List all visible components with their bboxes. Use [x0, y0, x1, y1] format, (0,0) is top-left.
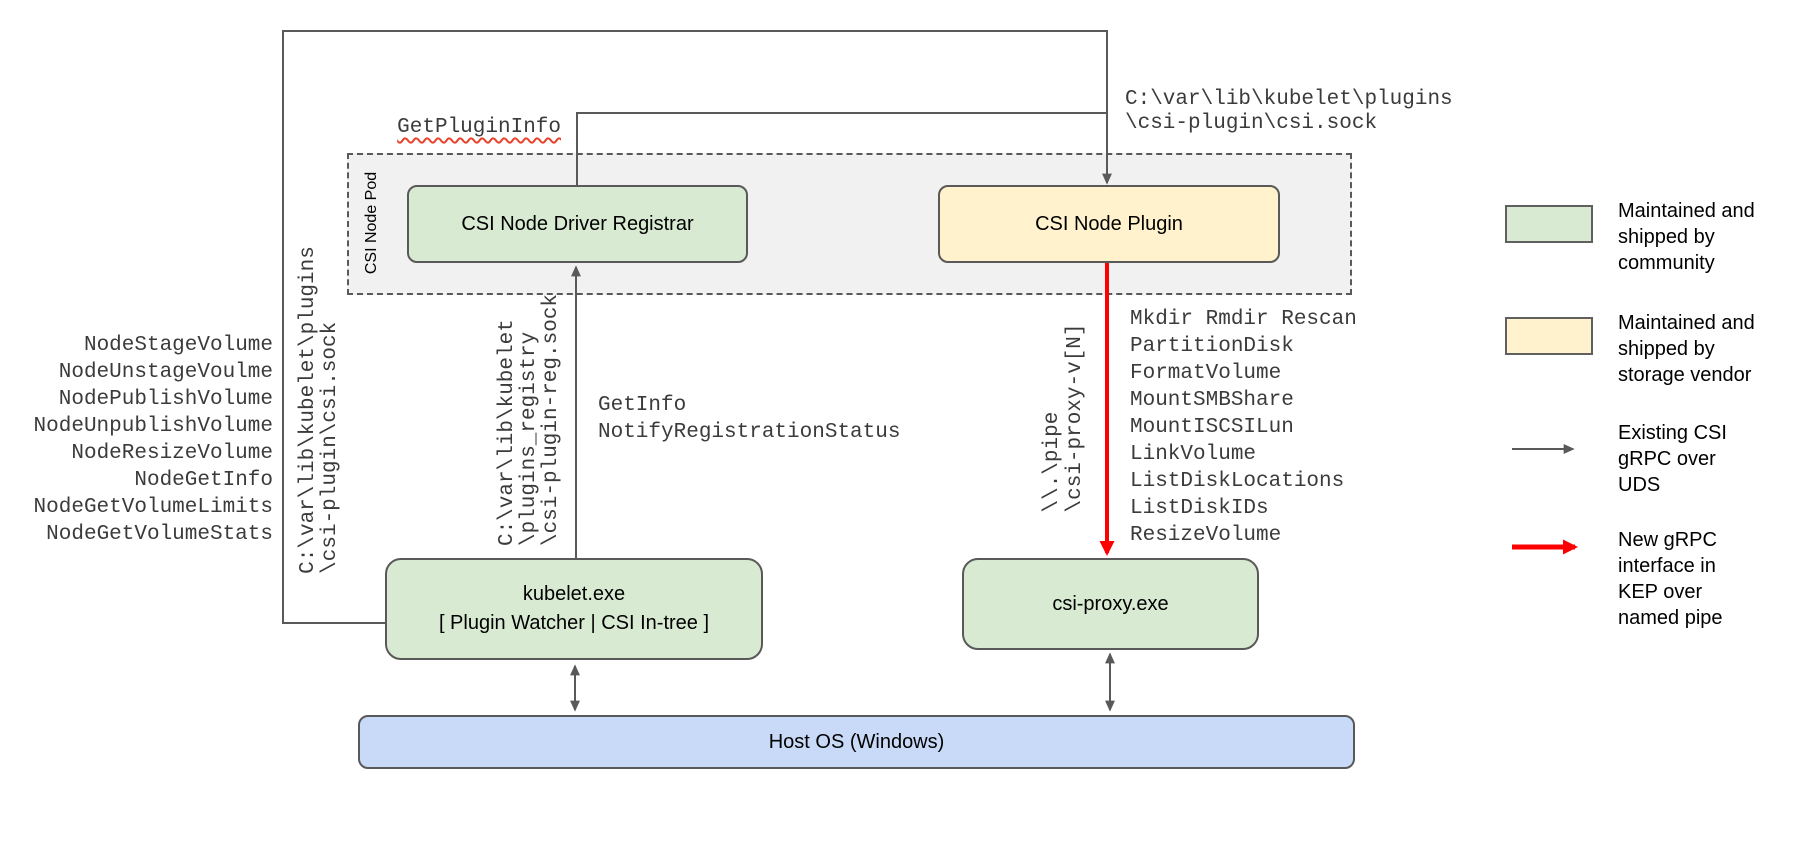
plugin-box: CSI Node Plugin	[938, 185, 1280, 263]
csi-sock-path-label-vertical: C:\var\lib\kubelet\plugins\csi-plugin\cs…	[297, 246, 342, 574]
legend-vendor-swatch	[1505, 317, 1593, 355]
legend-vendor-label: Maintained and shipped by storage vendor	[1618, 312, 1755, 386]
csi-proxy-label: csi-proxy.exe	[1052, 592, 1169, 615]
named-pipe-path-label-vertical: \\.\pipe\csi-proxy-v[N]	[1041, 323, 1087, 513]
get-plugin-info-label: GetPluginInfo	[397, 116, 561, 139]
host-os-box: Host OS (Windows)	[358, 715, 1355, 769]
registry-sock-path-label-vertical: C:\var\lib\kubelet\plugins_registry\csi-…	[496, 293, 563, 547]
legend-pipe-label: New gRPC interface in KEP over named pip…	[1618, 529, 1723, 629]
legend-community-label: Maintained and shipped by community	[1618, 200, 1755, 274]
kubelet-sublabel: [ Plugin Watcher | CSI In-tree ]	[438, 612, 710, 634]
registrar-label: CSI Node Driver Registrar	[461, 212, 694, 235]
csi-sock-path-label: C:\var\lib\kubelet\plugins\csi-plugin\cs…	[1125, 88, 1453, 135]
host-os-label: Host OS (Windows)	[768, 730, 945, 753]
legend-uds-label: Existing CSI gRPC over UDS	[1618, 422, 1727, 496]
kubelet-label: kubelet.exe	[522, 583, 626, 605]
csi-node-pod-label: CSI Node Pod	[363, 171, 380, 275]
plugin-label: CSI Node Plugin	[1035, 212, 1183, 235]
registrar-box: CSI Node Driver Registrar	[407, 185, 748, 263]
kubelet-box: kubelet.exe [ Plugin Watcher | CSI In-tr…	[385, 558, 763, 660]
csi-proxy-box: csi-proxy.exe	[962, 558, 1259, 650]
legend-community-swatch	[1505, 205, 1593, 243]
